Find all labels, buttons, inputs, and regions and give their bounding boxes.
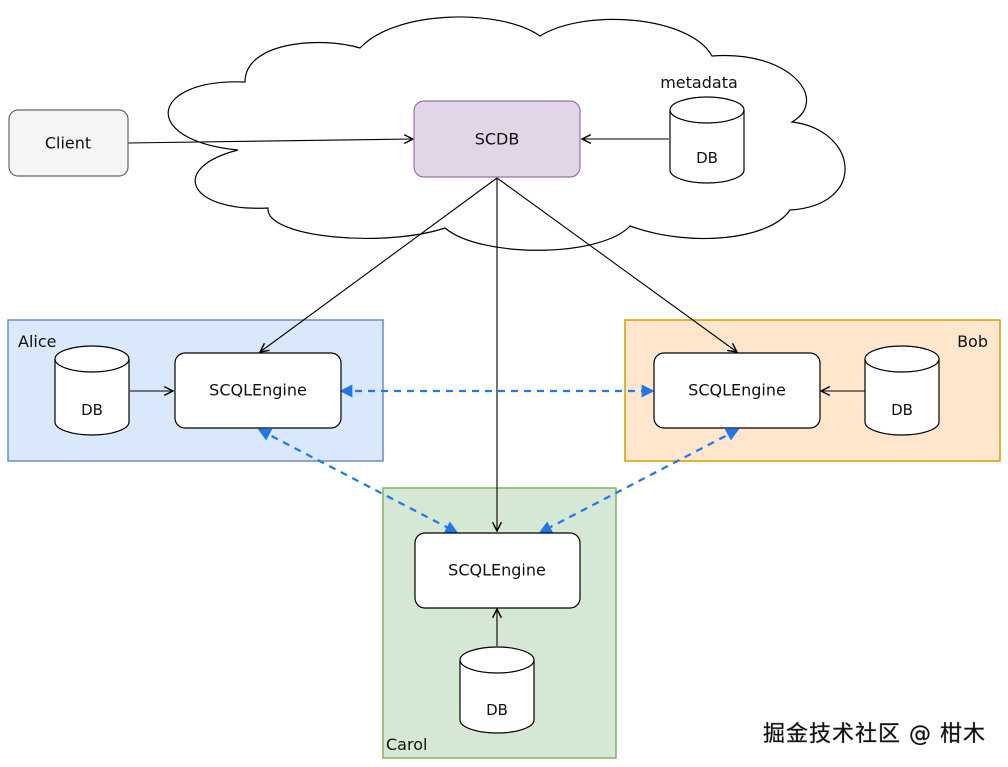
scdb-node [413,100,581,178]
engine-carol-node [414,532,581,609]
engine-alice-label: SCQLEngine [209,381,307,400]
carol-db-label: DB [486,701,508,719]
bob-db-label: DB [891,401,913,419]
metadata-db-label: DB [696,149,718,167]
alice-db-label: DB [81,401,103,419]
engine-alice-node [174,352,342,429]
client-label: Client [45,134,91,153]
p2p-alice-carol [257,428,459,534]
bob-db-icon [864,345,940,436]
region-label-bob: Bob [957,332,988,351]
region-label-alice: Alice [18,332,56,351]
engine-bob-label: SCQLEngine [688,381,786,400]
region-label-carol: Carol [386,735,427,754]
engine-bob-node [653,352,821,429]
metadata-db-icon [669,96,745,184]
arrow-scdb-to-alice-engine [260,177,498,352]
scdb-label: SCDB [475,130,520,149]
alice-db-icon [54,345,130,436]
carol-db-icon [459,646,535,734]
arrow-scdb-to-bob-engine [496,177,737,352]
engine-carol-label: SCQLEngine [448,561,546,580]
watermark-text: 掘金技术社区 @ 柑木 [763,722,986,747]
metadata-title: metadata [660,73,738,92]
client-node [8,109,129,177]
arrow-client-to-scdb [127,139,413,143]
p2p-bob-carol [538,428,740,534]
